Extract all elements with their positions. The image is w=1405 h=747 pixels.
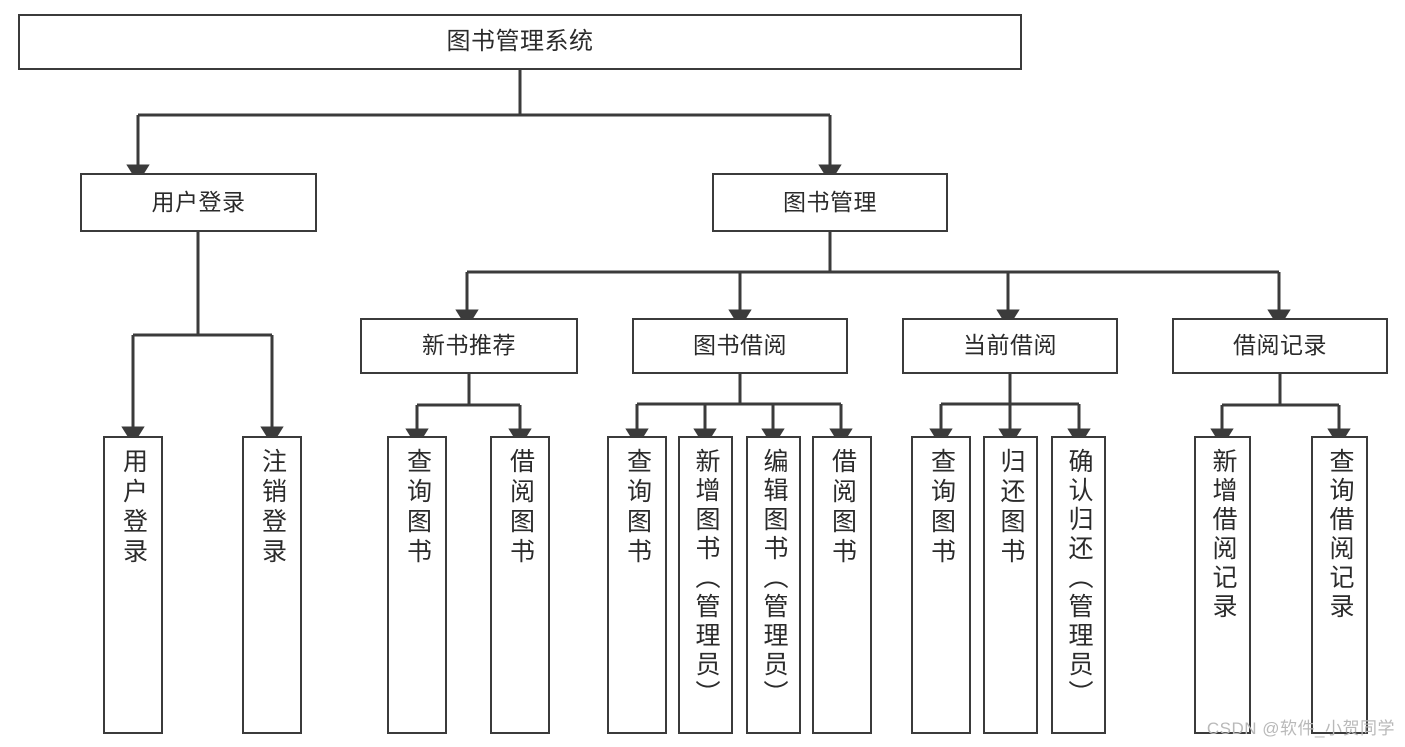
node-borrow-record[interactable]: 借阅记录 (1172, 318, 1388, 374)
node-root-library-system[interactable]: 图书管理系统 (18, 14, 1022, 70)
node-label: 新增图书（管理员） (692, 448, 720, 709)
node-label: 查询图书 (927, 448, 956, 568)
node-label: 查询图书 (623, 448, 652, 568)
node-label: 借阅记录 (1233, 332, 1327, 359)
node-label: 查询借阅记录 (1326, 448, 1354, 622)
leaf-book-borrow-add[interactable]: 新增图书（管理员） (678, 436, 733, 734)
node-label: 用户登录 (151, 188, 246, 215)
node-label: 查询图书 (403, 448, 432, 568)
node-label: 归还图书 (997, 448, 1025, 568)
node-label: 借阅图书 (828, 448, 857, 568)
node-new-book-recommend[interactable]: 新书推荐 (360, 318, 578, 374)
node-label: 新书推荐 (422, 332, 516, 359)
leaf-borrow-record-add[interactable]: 新增借阅记录 (1194, 436, 1251, 734)
node-label: 确认归还（管理员） (1065, 448, 1093, 709)
leaf-current-borrow-return[interactable]: 归还图书 (983, 436, 1038, 734)
leaf-book-borrow-borrow[interactable]: 借阅图书 (812, 436, 872, 734)
node-label: 图书管理系统 (446, 27, 594, 55)
leaf-user-login-logout[interactable]: 注销登录 (242, 436, 302, 734)
node-label: 当前借阅 (963, 332, 1057, 359)
node-label: 图书借阅 (693, 332, 787, 359)
node-label: 注销登录 (258, 448, 287, 568)
node-label: 新增借阅记录 (1209, 448, 1237, 622)
node-user-login[interactable]: 用户登录 (80, 173, 317, 232)
leaf-current-borrow-query[interactable]: 查询图书 (911, 436, 971, 734)
node-book-management[interactable]: 图书管理 (712, 173, 948, 232)
node-current-borrow[interactable]: 当前借阅 (902, 318, 1118, 374)
node-book-borrow[interactable]: 图书借阅 (632, 318, 848, 374)
node-label: 借阅图书 (506, 448, 535, 568)
leaf-book-borrow-query[interactable]: 查询图书 (607, 436, 667, 734)
node-label: 用户登录 (119, 448, 148, 568)
leaf-book-borrow-edit[interactable]: 编辑图书（管理员） (746, 436, 801, 734)
leaf-user-login-login[interactable]: 用户登录 (103, 436, 163, 734)
leaf-current-borrow-confirm-return[interactable]: 确认归还（管理员） (1051, 436, 1106, 734)
leaf-new-book-query[interactable]: 查询图书 (387, 436, 447, 734)
watermark-text: CSDN @软件_小贺同学 (1206, 719, 1395, 738)
leaf-new-book-borrow[interactable]: 借阅图书 (490, 436, 550, 734)
leaf-borrow-record-query[interactable]: 查询借阅记录 (1311, 436, 1368, 734)
node-label: 编辑图书（管理员） (760, 448, 788, 709)
node-label: 图书管理 (783, 188, 877, 215)
